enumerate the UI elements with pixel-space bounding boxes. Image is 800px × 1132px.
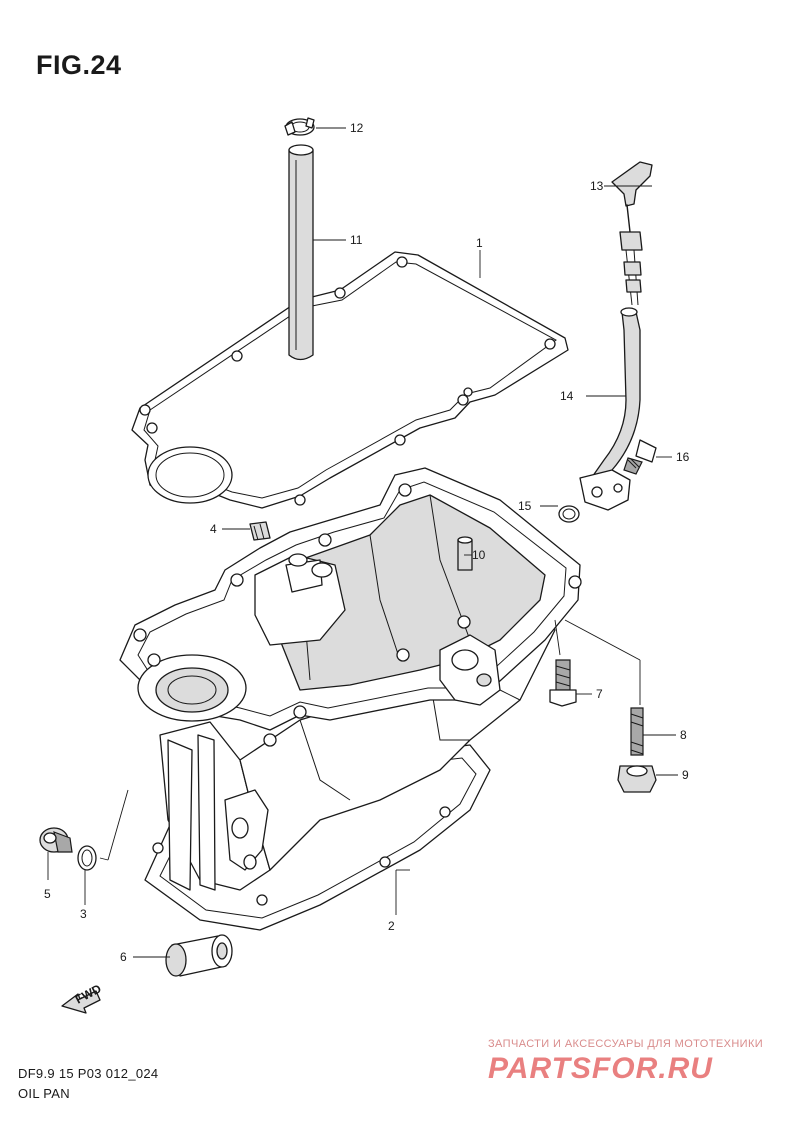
bolt-7-part xyxy=(549,659,577,707)
leader-lines xyxy=(47,127,678,958)
callout-labels: 1 2 3 4 5 6 7 8 9 10 11 12 13 14 15 16 xyxy=(44,121,690,964)
watermark-logo: PARTSFOR.RU xyxy=(488,1052,713,1085)
oil-pan-body xyxy=(119,467,582,931)
bolt-16-part xyxy=(623,439,657,475)
callout-13: 13 xyxy=(590,179,604,193)
drain-plug-part xyxy=(39,827,73,853)
callout-5: 5 xyxy=(44,887,51,901)
callout-4: 4 xyxy=(210,522,217,536)
dipstick-part xyxy=(611,161,653,306)
callout-9: 9 xyxy=(682,768,689,782)
callout-6: 6 xyxy=(120,950,127,964)
nut-part xyxy=(617,765,657,793)
o-ring-part xyxy=(558,505,580,523)
diagram-name: OIL PAN xyxy=(18,1086,70,1101)
guide-tube-part xyxy=(579,307,641,511)
hose-clamp-part xyxy=(284,117,315,136)
callout-15: 15 xyxy=(518,499,532,513)
callout-10: 10 xyxy=(472,548,486,562)
callout-3: 3 xyxy=(80,907,87,921)
callout-1: 1 xyxy=(476,236,483,250)
stud-part xyxy=(630,707,644,756)
callout-2: 2 xyxy=(388,919,395,933)
callout-14: 14 xyxy=(560,389,574,403)
gasket-part xyxy=(131,251,569,509)
oil-seal-part xyxy=(165,934,233,977)
callout-12: 12 xyxy=(350,121,364,135)
diagram-code: DF9.9 15 P03 012_024 xyxy=(18,1066,159,1081)
watermark-tagline: ЗАПЧАСТИ И АКСЕССУАРЫ ДЛЯ МОТОТЕХНИКИ xyxy=(488,1038,764,1050)
callout-11: 11 xyxy=(350,233,363,247)
figure-title: FIG.24 xyxy=(36,50,122,80)
drain-washer-part xyxy=(77,845,97,871)
pipe-part xyxy=(288,144,314,361)
plug-part xyxy=(249,521,271,541)
callout-16: 16 xyxy=(676,450,690,464)
callout-8: 8 xyxy=(680,728,687,742)
dowel-pin-part xyxy=(457,536,473,571)
forward-direction-arrow: FWD xyxy=(61,981,104,1014)
callout-7: 7 xyxy=(596,687,603,701)
